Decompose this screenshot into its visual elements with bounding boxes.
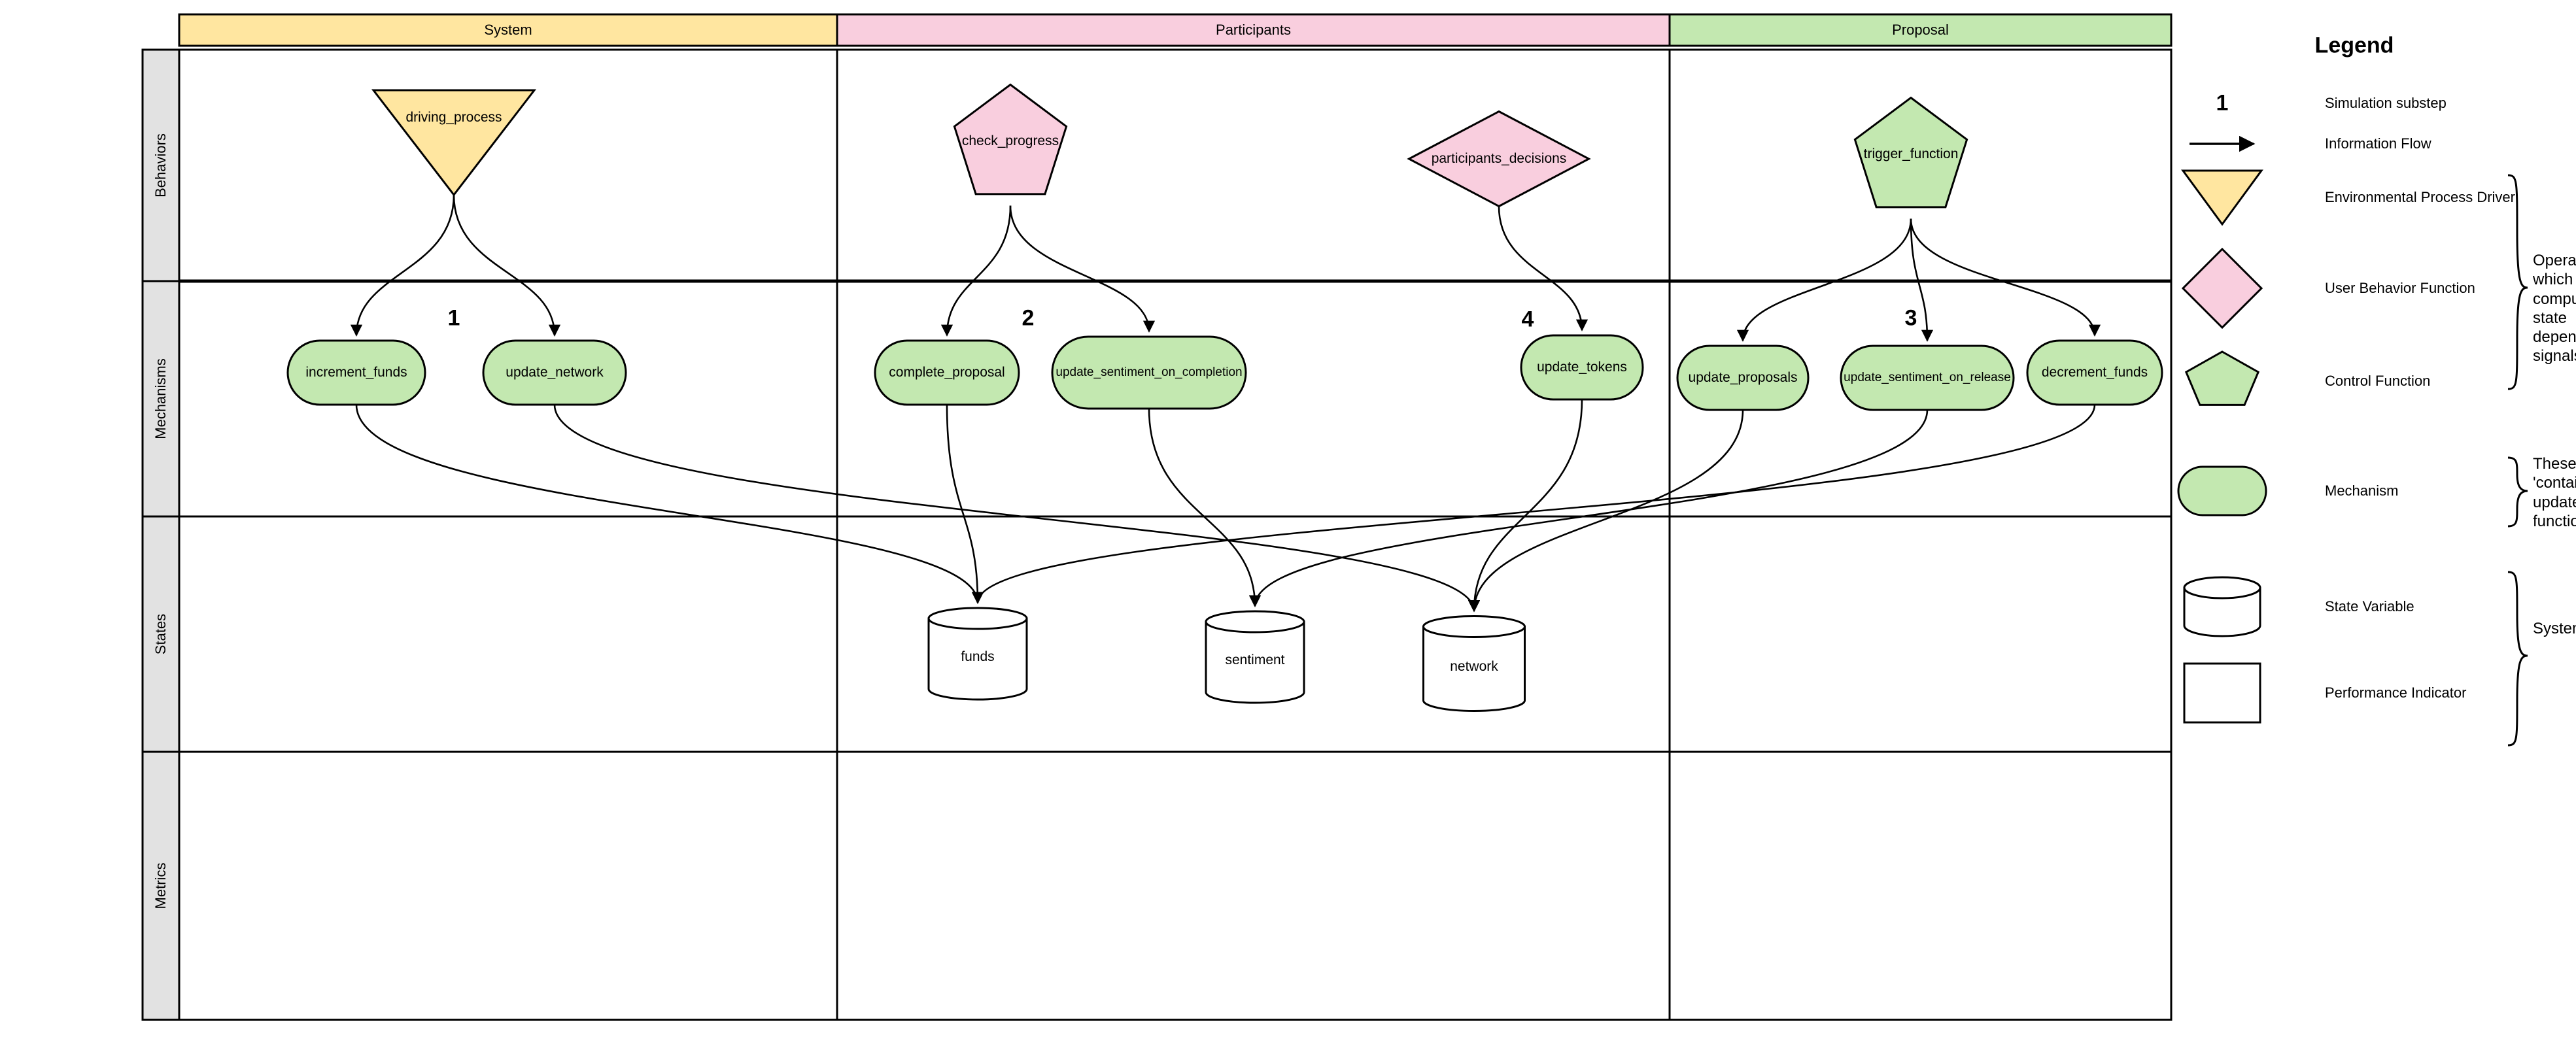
edge-check_progress-to-update_sentiment_on_completion <box>1009 205 1156 333</box>
grid-outline <box>178 48 2172 1021</box>
legend-glyph-mechanism <box>2177 465 2267 516</box>
mechanism-node-increment_funds[interactable] <box>286 339 426 406</box>
column-header-system <box>178 13 838 47</box>
mechanism-node-decrement_funds[interactable] <box>2026 339 2163 406</box>
behavior-node-trigger_function[interactable] <box>1853 96 1968 209</box>
legend-cylinder-icon-top <box>2183 576 2261 599</box>
legend-rect-icon <box>2183 662 2261 724</box>
column-header-proposal <box>1668 13 2172 47</box>
mechanism-node-complete_proposal[interactable] <box>874 339 1020 406</box>
node-layer <box>286 83 2163 712</box>
edge-update_sentiment_on_release-to-sentiment <box>1249 409 1929 607</box>
legend-brace-state-update-group <box>2507 456 2528 528</box>
legend-glyph-performance-indicator <box>2183 662 2261 724</box>
legend-glyph-control-function <box>2184 350 2260 406</box>
row-header-behaviors <box>141 48 180 282</box>
state-node-funds-top <box>927 607 1028 630</box>
state-node-sentiment-top <box>1205 610 1305 633</box>
edge-trigger_function-to-update_proposals <box>1736 218 1912 342</box>
state-node-network <box>1422 615 1526 712</box>
mechanism-node-update_sentiment_on_release[interactable] <box>1840 345 2015 411</box>
state-node-funds <box>927 607 1028 701</box>
state-node-network-body <box>1422 626 1526 712</box>
legend-glyph-environmental-process-driver <box>2181 169 2263 226</box>
state-node-funds-body <box>927 617 1028 701</box>
legend-rounded-rect-icon <box>2177 465 2267 516</box>
legend-triangle-down-icon <box>2181 169 2263 226</box>
edge-increment_funds-to-funds <box>355 404 984 604</box>
edge-update_sentiment_on_completion-to-sentiment <box>1148 408 1262 607</box>
swimlane-grid <box>141 13 2172 1021</box>
legend-layer <box>2177 135 2528 747</box>
legend-glyph-user-behavior-function <box>2181 247 2263 329</box>
row-header-metrics <box>141 751 180 1021</box>
legend-group-label-state-update-group: These 'contain' state update functions <box>2533 455 2576 530</box>
edge-update_proposals-to-network <box>1468 409 1744 613</box>
behavior-node-driving_process[interactable] <box>371 89 537 197</box>
legend-brace-operators-group <box>2507 174 2528 390</box>
behavior-node-participants_decisions[interactable] <box>1407 110 1591 208</box>
column-header-participants <box>836 13 1671 47</box>
edge-trigger_function-to-update_sentiment_on_release <box>1910 218 1934 342</box>
legend-cylinder-icon-body <box>2183 586 2261 637</box>
edge-decrement_funds-to-funds <box>972 404 2096 604</box>
edge-participants_decisions-to-update_tokens <box>1498 206 1589 331</box>
legend-pentagon-icon <box>2184 350 2260 406</box>
legend-brace-system-data-group <box>2507 571 2528 747</box>
state-node-network-top <box>1422 615 1526 638</box>
edge-trigger_function-to-decrement_funds <box>1910 218 2101 337</box>
legend-cylinder-icon <box>2183 576 2261 637</box>
legend-glyph-state-variable <box>2183 576 2261 637</box>
edge-complete_proposal-to-funds <box>946 404 984 604</box>
edge-check_progress-to-complete_proposal <box>940 205 1012 337</box>
mechanism-node-update_sentiment_on_completion[interactable] <box>1051 335 1247 410</box>
row-header-mechanisms <box>141 280 180 518</box>
state-node-sentiment-body <box>1205 620 1305 704</box>
edge-update_network-to-network <box>553 404 1480 613</box>
mechanism-node-update_proposals[interactable] <box>1676 345 1810 411</box>
legend-diamond-icon <box>2181 247 2263 329</box>
edge-driving_process-to-update_network <box>453 194 561 337</box>
behavior-node-check_progress[interactable] <box>953 83 1068 195</box>
row-header-states <box>141 515 180 753</box>
edge-update_tokens-to-network <box>1468 399 1583 613</box>
edge-driving_process-to-increment_funds <box>350 194 455 337</box>
legend-group-label-operators-group: Operators which compute state dependent … <box>2533 252 2576 365</box>
edge-layer <box>350 194 2101 613</box>
mechanism-node-update_tokens[interactable] <box>1520 334 1644 401</box>
legend-group-label-system-data-group: System Data <box>2533 620 2576 637</box>
mechanism-node-update_network[interactable] <box>482 339 627 406</box>
state-node-sentiment <box>1205 610 1305 704</box>
